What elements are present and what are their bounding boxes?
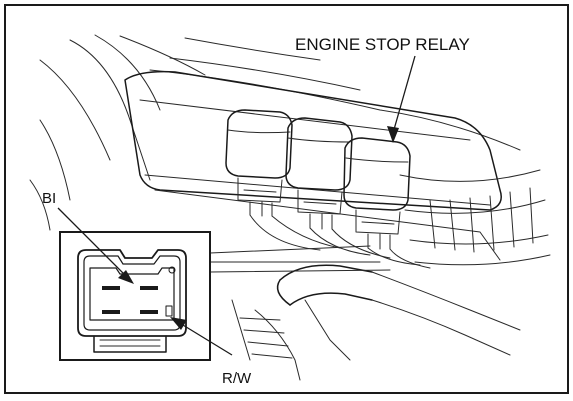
connector-inset xyxy=(59,231,211,361)
rw-arrow-head xyxy=(170,317,187,330)
wiring-harness-right xyxy=(399,169,551,266)
relay-tray xyxy=(124,70,502,261)
inset-leader-lines xyxy=(209,245,391,273)
relay-arrow-head xyxy=(387,126,399,143)
relay-middle xyxy=(285,117,353,230)
bi-arrow-head xyxy=(118,270,134,284)
hose xyxy=(231,264,521,381)
relay-right-engine-stop xyxy=(343,137,411,250)
relay-left xyxy=(225,109,293,217)
pointer-arrows xyxy=(57,55,416,356)
rw-wire-label: R/W xyxy=(222,370,252,387)
bi-wire-label: BI xyxy=(42,190,56,207)
frame-body-lines xyxy=(29,34,521,231)
engine-stop-relay-label: ENGINE STOP RELAY xyxy=(295,35,470,54)
